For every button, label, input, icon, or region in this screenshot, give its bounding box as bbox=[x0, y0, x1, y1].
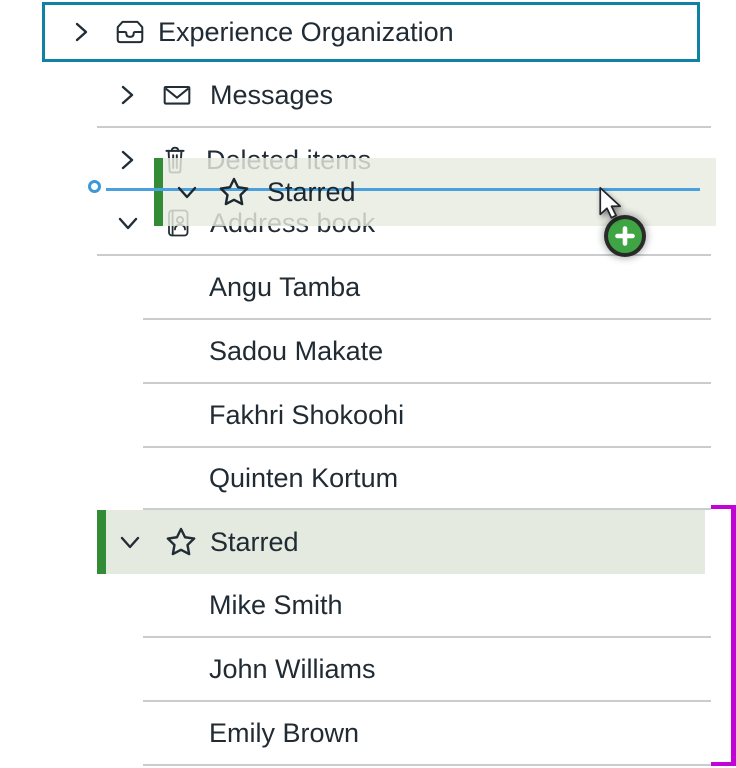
contact-row[interactable]: Sadou Makate bbox=[0, 320, 736, 382]
contact-name: Emily Brown bbox=[209, 717, 360, 748]
mail-icon bbox=[162, 82, 192, 108]
chevron-right-icon[interactable] bbox=[70, 20, 92, 44]
chevron-right-icon[interactable] bbox=[116, 148, 138, 172]
divider bbox=[143, 508, 711, 510]
divider bbox=[97, 254, 711, 256]
contact-name: Sadou Makate bbox=[209, 335, 384, 366]
chevron-down-icon[interactable] bbox=[116, 211, 140, 235]
drag-ghost-background bbox=[154, 158, 716, 226]
starred-group-highlight: Starred bbox=[97, 510, 705, 574]
drag-ghost-content: Starred bbox=[154, 158, 716, 226]
contact-row[interactable]: Mike Smith bbox=[0, 574, 736, 636]
contact-name: Mike Smith bbox=[209, 589, 343, 620]
annotation-bracket-bottom-tick bbox=[711, 762, 736, 766]
contact-name: John Williams bbox=[209, 653, 376, 684]
drag-copy-plus-badge bbox=[608, 219, 642, 253]
tree-item-label: Starred bbox=[210, 526, 299, 557]
divider bbox=[97, 126, 711, 128]
inbox-icon bbox=[114, 18, 146, 46]
drag-ghost-starred: Starred bbox=[154, 158, 716, 226]
divider bbox=[143, 382, 711, 384]
tree-item-starred-group[interactable]: Starred bbox=[0, 510, 736, 574]
tree-item-messages[interactable]: Messages bbox=[0, 64, 736, 126]
star-icon bbox=[217, 175, 251, 209]
drop-indicator-line bbox=[106, 188, 700, 191]
divider bbox=[143, 700, 711, 702]
contact-row[interactable]: Quinten Kortum bbox=[0, 448, 736, 508]
divider bbox=[143, 318, 711, 320]
contact-row[interactable]: Angu Tamba bbox=[0, 256, 736, 318]
contact-name: Angu Tamba bbox=[209, 271, 361, 302]
contact-row[interactable]: Emily Brown bbox=[0, 702, 736, 764]
contact-row[interactable]: John Williams bbox=[0, 638, 736, 700]
chevron-down-icon bbox=[175, 180, 199, 204]
drop-indicator-circle bbox=[88, 180, 101, 193]
tree-item-label: Experience Organization bbox=[158, 16, 454, 47]
mouse-cursor-icon bbox=[597, 185, 623, 226]
divider bbox=[143, 764, 711, 766]
chevron-down-icon[interactable] bbox=[118, 530, 142, 554]
divider bbox=[143, 446, 711, 448]
contact-row[interactable]: Fakhri Shokoohi bbox=[0, 384, 736, 446]
star-icon bbox=[164, 525, 198, 559]
divider bbox=[143, 636, 711, 638]
annotation-bracket-top-tick bbox=[711, 505, 736, 509]
chevron-right-icon[interactable] bbox=[116, 83, 138, 107]
tree-item-experience-organization[interactable]: Experience Organization bbox=[0, 0, 736, 64]
contact-name: Fakhri Shokoohi bbox=[209, 399, 405, 430]
tree-item-label: Messages bbox=[210, 79, 334, 110]
annotation-bracket-vertical bbox=[731, 505, 736, 766]
contact-name: Quinten Kortum bbox=[209, 462, 399, 493]
drag-ghost-label: Starred bbox=[267, 176, 356, 207]
